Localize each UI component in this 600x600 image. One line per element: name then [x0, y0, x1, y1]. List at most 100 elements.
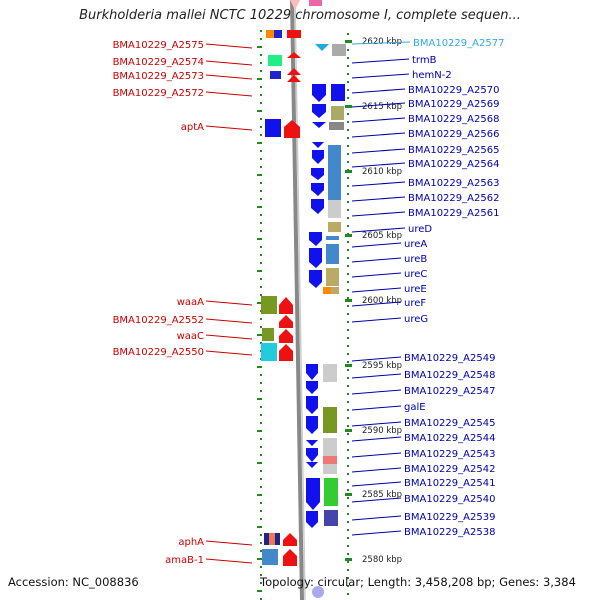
- guide-dot: [260, 134, 262, 136]
- guide-dot: [260, 182, 262, 184]
- guide-dot: [347, 185, 349, 187]
- leader-line: [205, 60, 253, 66]
- guide-dot: [260, 534, 262, 536]
- leader-line: [351, 405, 402, 411]
- guide-dot: [347, 137, 349, 139]
- guide-dot: [260, 454, 262, 456]
- guide-dot: [260, 158, 262, 160]
- gene-arrow: [312, 104, 326, 118]
- tick-mark: [345, 429, 352, 432]
- left-gene-labels: BMA10229_A2575BMA10229_A2574BMA10229_A25…: [113, 40, 253, 566]
- guide-dot: [260, 118, 262, 120]
- gene-block: [326, 236, 339, 240]
- guide-dot: [347, 465, 349, 467]
- guide-dot: [347, 329, 349, 331]
- leader-line: [205, 91, 253, 97]
- gene-label: BMA10229_A2545: [404, 418, 495, 429]
- gene-label: BMA10229_A2569: [408, 99, 499, 110]
- gene-label: hemN-2: [412, 70, 452, 81]
- guide-dot: [347, 281, 349, 283]
- gene-block: [323, 456, 337, 464]
- gene-block: [328, 145, 341, 205]
- gene-label: BMA10229_A2577: [413, 38, 504, 49]
- tick-label: 2585 kbp: [362, 490, 402, 500]
- tick-mark: [345, 364, 352, 367]
- gene-label: BMA10229_A2544: [404, 433, 495, 444]
- guide-dot: [347, 241, 349, 243]
- guide-dot: [347, 433, 349, 435]
- map-title: Burkholderia mallei NCTC 10229 chromosom…: [79, 8, 521, 23]
- chromosome-backbone-shadow: [294, 0, 306, 600]
- tick-label: 2595 kbp: [362, 361, 402, 371]
- gene-label: BMA10229_A2549: [404, 353, 495, 364]
- leader-line: [351, 436, 402, 442]
- leader-line: [351, 317, 402, 323]
- gene-label: trmB: [412, 55, 437, 66]
- leader-line: [351, 287, 402, 293]
- gene-label: BMA10229_A2561: [408, 208, 499, 219]
- guide-dot: [260, 166, 262, 168]
- gene-label: aphA: [178, 537, 204, 548]
- leader-line: [351, 481, 402, 487]
- guide-dot: [260, 478, 262, 480]
- gene-label: ureF: [404, 298, 426, 309]
- guide-dot: [347, 57, 349, 59]
- tick-mark: [345, 40, 352, 43]
- guide-dot: [347, 481, 349, 483]
- guide-dot: [260, 510, 262, 512]
- leader-line: [351, 452, 402, 458]
- guide-dot: [347, 425, 349, 427]
- guide-dot: [347, 89, 349, 91]
- tick-label: 2580 kbp: [362, 555, 402, 565]
- guide-dot: [260, 278, 262, 280]
- guide-dot: [260, 70, 262, 72]
- guide-dot: [260, 422, 262, 424]
- gene-arrow: [287, 68, 301, 82]
- guide-dot: [260, 62, 262, 64]
- topology-label: Topology: circular; Length: 3,458,208 bp…: [260, 575, 576, 589]
- guide-dot: [260, 446, 262, 448]
- guide-dot: [347, 273, 349, 275]
- guide-dot: [260, 598, 262, 600]
- gene-label: BMA10229_A2568: [408, 114, 499, 125]
- guide-dot: [260, 86, 262, 88]
- gene-block: [262, 328, 274, 341]
- guide-dot: [347, 209, 349, 211]
- guide-dot: [347, 81, 349, 83]
- guide-dot: [347, 361, 349, 363]
- tick-mark: [345, 299, 352, 302]
- gene-block: [323, 464, 337, 474]
- gene-block: [323, 287, 331, 294]
- gene-label: amaB-1: [165, 555, 204, 566]
- guide-dot: [347, 553, 349, 555]
- guide-dash: [257, 174, 262, 176]
- leader-line: [351, 58, 410, 64]
- guide-dash: [257, 494, 262, 496]
- gene-block: [323, 364, 337, 382]
- guide-dot: [260, 566, 262, 568]
- guide-dot: [347, 49, 349, 51]
- guide-dot: [260, 318, 262, 320]
- gene-block: [328, 200, 341, 218]
- guide-dot: [260, 582, 262, 584]
- leader-line: [351, 515, 402, 521]
- guide-dot: [260, 390, 262, 392]
- gene-block: [268, 55, 282, 66]
- leader-line: [351, 497, 402, 503]
- guide-dot: [260, 374, 262, 376]
- right-gene-column: [306, 44, 346, 598]
- guide-dot: [260, 574, 262, 576]
- guide-dash: [257, 590, 262, 592]
- gene-label: ureA: [404, 239, 427, 250]
- leader-line: [351, 389, 402, 395]
- leader-line: [351, 301, 402, 307]
- guide-dot: [347, 193, 349, 195]
- gene-label: BMA10229_A2548: [404, 370, 495, 381]
- guide-dot: [347, 393, 349, 395]
- guide-dash: [257, 270, 262, 272]
- guide-dot: [260, 326, 262, 328]
- gene-label: BMA10229_A2565: [408, 145, 499, 156]
- guide-dash: [257, 238, 262, 240]
- gene-arrow: [283, 533, 297, 546]
- guide-dot: [347, 145, 349, 147]
